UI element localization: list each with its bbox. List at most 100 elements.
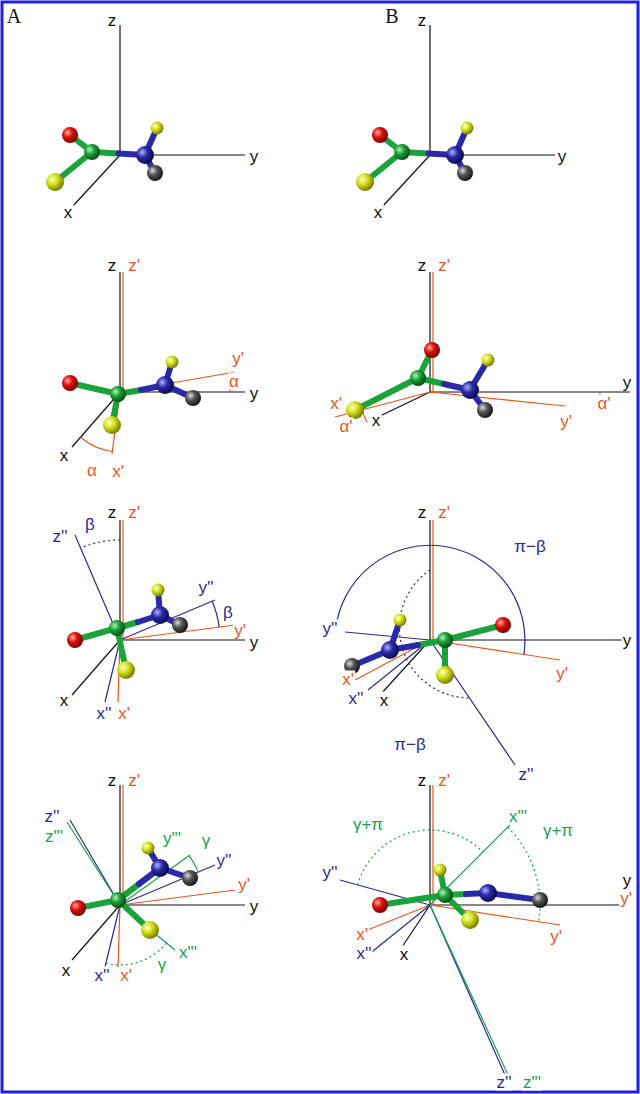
molecule-model-part (479, 884, 497, 902)
molecule-model (67, 584, 188, 680)
axis-label: z'' (52, 528, 69, 545)
axes-frame-part (382, 25, 555, 207)
axis-label: x' (111, 463, 125, 480)
axis-label: z'' (44, 808, 61, 825)
axis-label: y (557, 148, 568, 165)
axes-frame-part (335, 272, 565, 417)
axes-frame-part (112, 272, 235, 454)
axis-label: x' (355, 926, 369, 943)
axis-label: y' (619, 890, 633, 907)
molecule-model-part (532, 892, 548, 908)
axes-frame-part (118, 785, 235, 967)
axis-label: z''' (522, 1074, 542, 1091)
molecule-model (346, 342, 495, 419)
molecule-model-part (394, 144, 410, 160)
axis-label: x (61, 962, 72, 979)
axis-label: x'' (356, 945, 373, 962)
molecule-model (62, 356, 201, 435)
molecule-model-part (424, 342, 440, 358)
molecule-model-part (141, 921, 159, 939)
axis-label: z' (127, 504, 141, 521)
molecule-model-part (67, 632, 83, 648)
molecule-model-part (380, 895, 445, 905)
axes-frame-part (81, 373, 230, 452)
molecule-model (70, 842, 198, 940)
molecule-model (46, 122, 164, 192)
axis-label: y'' (322, 864, 339, 881)
panel-label: B (384, 6, 399, 26)
axis-label: y' (549, 928, 563, 945)
axis-label: x'' (94, 967, 111, 984)
molecule-model-part (151, 859, 169, 877)
molecule-model-part (446, 146, 464, 164)
molecule-model-part (110, 386, 126, 402)
molecule-model-part (46, 173, 64, 191)
axis-label: x''' (508, 808, 528, 825)
axes-frame-part (345, 632, 515, 765)
molecule-model-part (142, 842, 155, 855)
angle-label: γ (157, 956, 168, 973)
molecule-model-part (372, 127, 388, 143)
molecule-model-part (461, 381, 479, 399)
angle-label: α' (338, 418, 353, 435)
axis-label: z' (127, 257, 141, 274)
axis-label: y (249, 385, 260, 402)
axis-label: z (417, 12, 428, 29)
axis-label: y (249, 898, 260, 915)
axis-label: z (107, 772, 118, 789)
axes-frame-part (355, 785, 560, 935)
molecule-model-part (482, 354, 495, 367)
axis-label: z''' (44, 828, 64, 845)
molecule-model-part (461, 122, 474, 135)
axis-label: y (249, 634, 260, 651)
axes-frame-part (430, 825, 510, 1075)
molecule-model-part (166, 356, 179, 369)
molecule-model-part (437, 632, 453, 648)
axis-label: y' (237, 876, 251, 893)
axis-label: z (107, 12, 118, 29)
axis-label: y' (231, 350, 245, 367)
axis-label: y (622, 872, 633, 889)
axis-label: y'' (198, 579, 215, 596)
molecule-model-part (461, 911, 479, 929)
axis-label: y'' (322, 620, 339, 637)
axis-label: x' (117, 705, 131, 722)
axis-label: z' (437, 257, 451, 274)
axis-label: y (622, 374, 633, 391)
molecule-model-part (477, 402, 493, 418)
axis-label: x (63, 204, 74, 221)
axis-label: x'' (348, 690, 365, 707)
molecule-model (356, 122, 474, 192)
axes-frame (340, 785, 630, 1075)
angle-label: α' (596, 395, 611, 412)
axes-frame-part (400, 785, 630, 950)
angle-label: γ (201, 832, 212, 849)
axis-label: x (373, 204, 384, 221)
angle-label: π−β (393, 736, 426, 753)
molecule-model-part (185, 390, 201, 406)
axis-label: z (417, 772, 428, 789)
axes-frame (382, 25, 555, 207)
molecule-model-part (381, 641, 399, 659)
axis-label: y (249, 148, 260, 165)
molecule-model-part (356, 173, 374, 191)
axis-label: z'' (496, 1074, 513, 1091)
axes-frame-part (72, 520, 245, 695)
axes-frame (72, 520, 245, 702)
molecule-model-part (103, 416, 121, 434)
molecule-model-part (372, 897, 388, 913)
axes-frame-part (189, 856, 198, 872)
axes-frame-part (212, 601, 219, 627)
molecule-model-part (436, 666, 454, 684)
axes-frame (72, 272, 245, 454)
molecule-model-part (495, 617, 511, 633)
axis-label: z'' (518, 766, 535, 783)
axis-label: y' (559, 413, 573, 430)
molecule-model-part (152, 584, 165, 597)
molecule-model-part (62, 127, 78, 143)
angle-label: α (228, 373, 240, 390)
axis-label: x (59, 447, 70, 464)
axis-label: x' (341, 671, 355, 688)
